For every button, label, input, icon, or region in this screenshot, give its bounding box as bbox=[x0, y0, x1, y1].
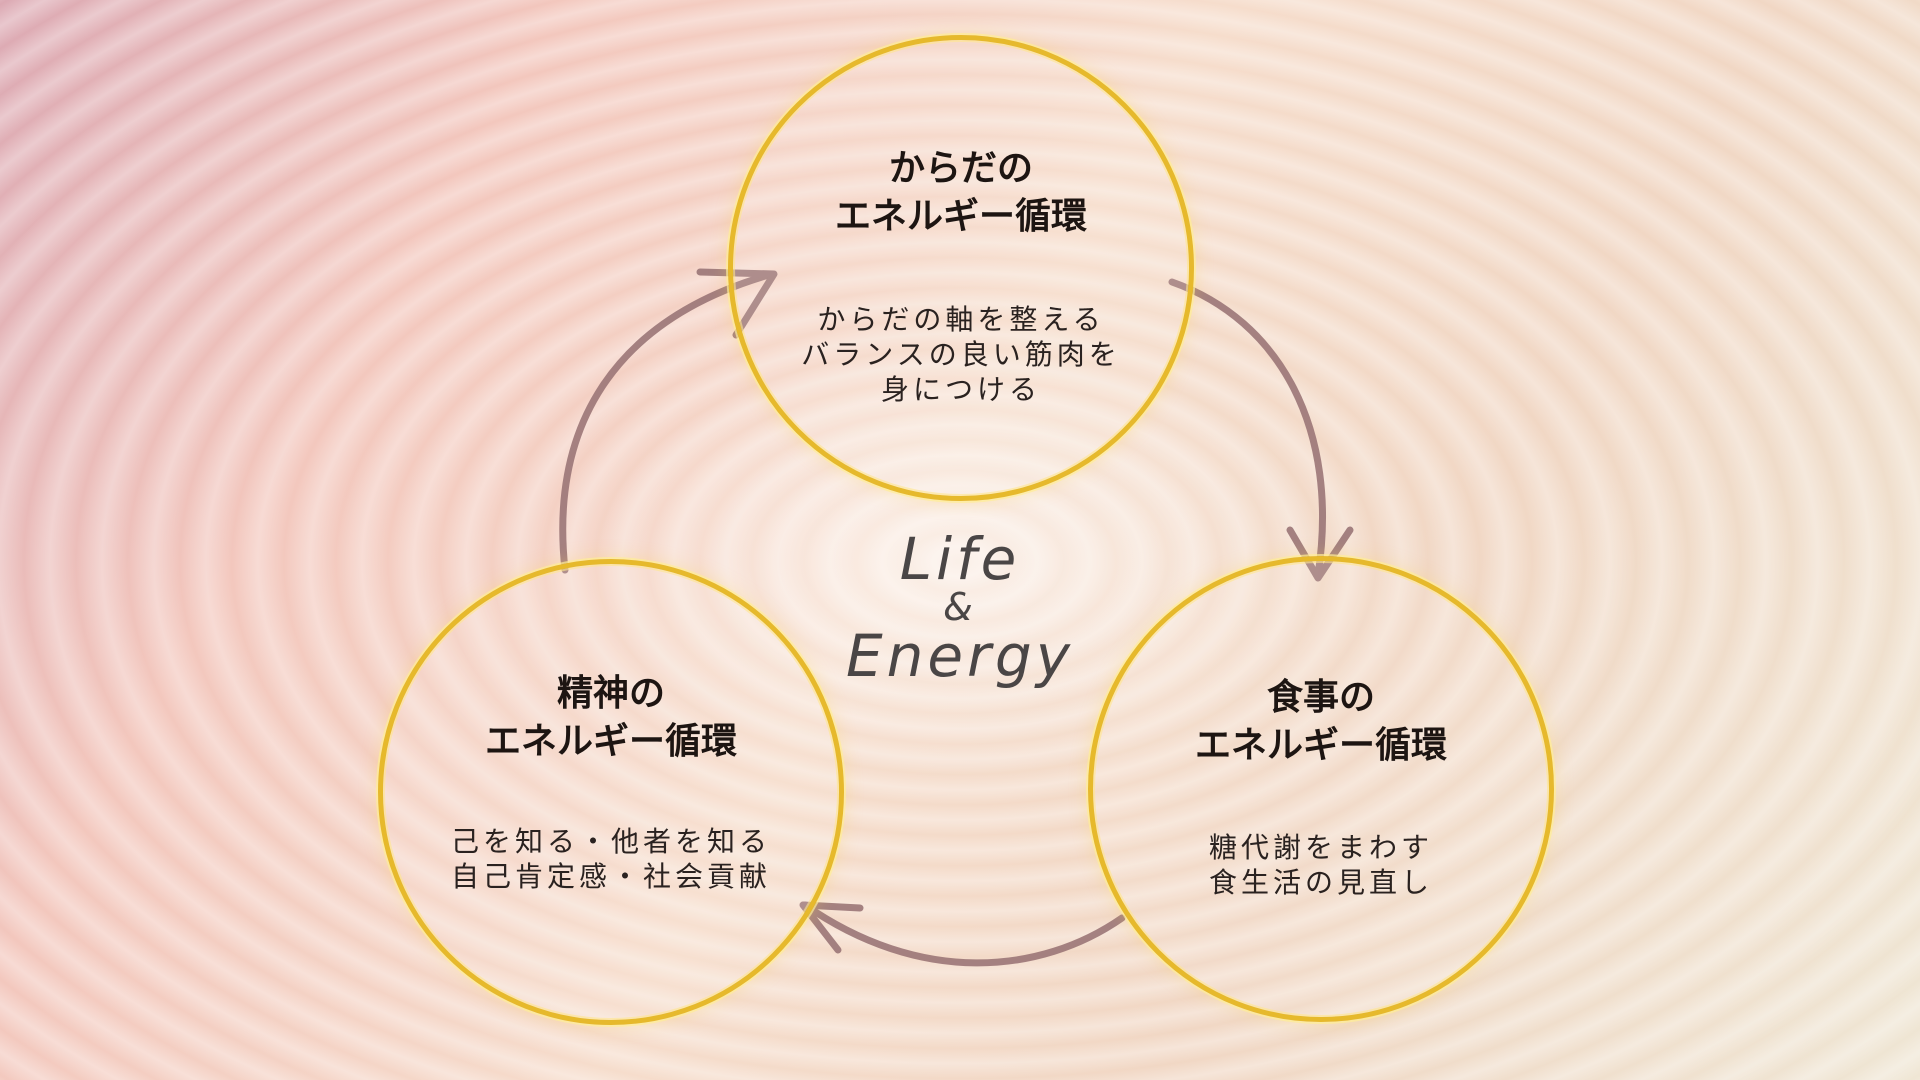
food-energy-circle bbox=[1088, 556, 1554, 1022]
food-energy-title: 食事の エネルギー循環 bbox=[1091, 674, 1551, 770]
center-label-energy: Energy bbox=[845, 622, 1075, 690]
food-title-line2: エネルギー循環 bbox=[1194, 725, 1447, 766]
center-label-ampersand: & bbox=[943, 585, 977, 629]
body-desc-line1: からだの軸を整える bbox=[817, 303, 1105, 336]
food-desc-line2: 食生活の見直し bbox=[1208, 866, 1433, 899]
mind-energy-title: 精神の エネルギー循環 bbox=[381, 670, 841, 766]
body-energy-title: からだの エネルギー循環 bbox=[731, 145, 1191, 241]
body-energy-description: からだの軸を整える バランスの良い筋肉を 身につける bbox=[731, 302, 1191, 407]
center-label-life: Life bbox=[899, 525, 1021, 593]
center-label: Life & Energy bbox=[800, 528, 1120, 688]
body-desc-line2: バランスの良い筋肉を bbox=[801, 338, 1121, 371]
body-energy-circle bbox=[728, 35, 1194, 501]
food-desc-line1: 糖代謝をまわす bbox=[1208, 831, 1433, 864]
mind-desc-line2: 自己肯定感・社会貢献 bbox=[450, 860, 771, 893]
food-title-line1: 食事の bbox=[1266, 677, 1375, 718]
arrow-food-to-mind bbox=[801, 901, 1126, 967]
mind-energy-description: 己を知る・他者を知る 自己肯定感・社会貢献 bbox=[381, 824, 841, 894]
mind-title-line2: エネルギー循環 bbox=[484, 721, 737, 762]
arrow-food-to-mind-head bbox=[799, 901, 864, 954]
body-desc-line3: 身につける bbox=[880, 373, 1041, 406]
arrow-body-to-food bbox=[1168, 278, 1326, 579]
mind-energy-circle bbox=[378, 559, 844, 1025]
body-title-line1: からだの bbox=[888, 148, 1033, 189]
food-energy-description: 糖代謝をまわす 食生活の見直し bbox=[1091, 830, 1551, 900]
body-title-line2: エネルギー循環 bbox=[834, 196, 1087, 237]
arrow-mind-to-body bbox=[559, 270, 776, 574]
mind-title-line1: 精神の bbox=[556, 673, 665, 714]
mind-desc-line1: 己を知る・他者を知る bbox=[450, 825, 771, 858]
